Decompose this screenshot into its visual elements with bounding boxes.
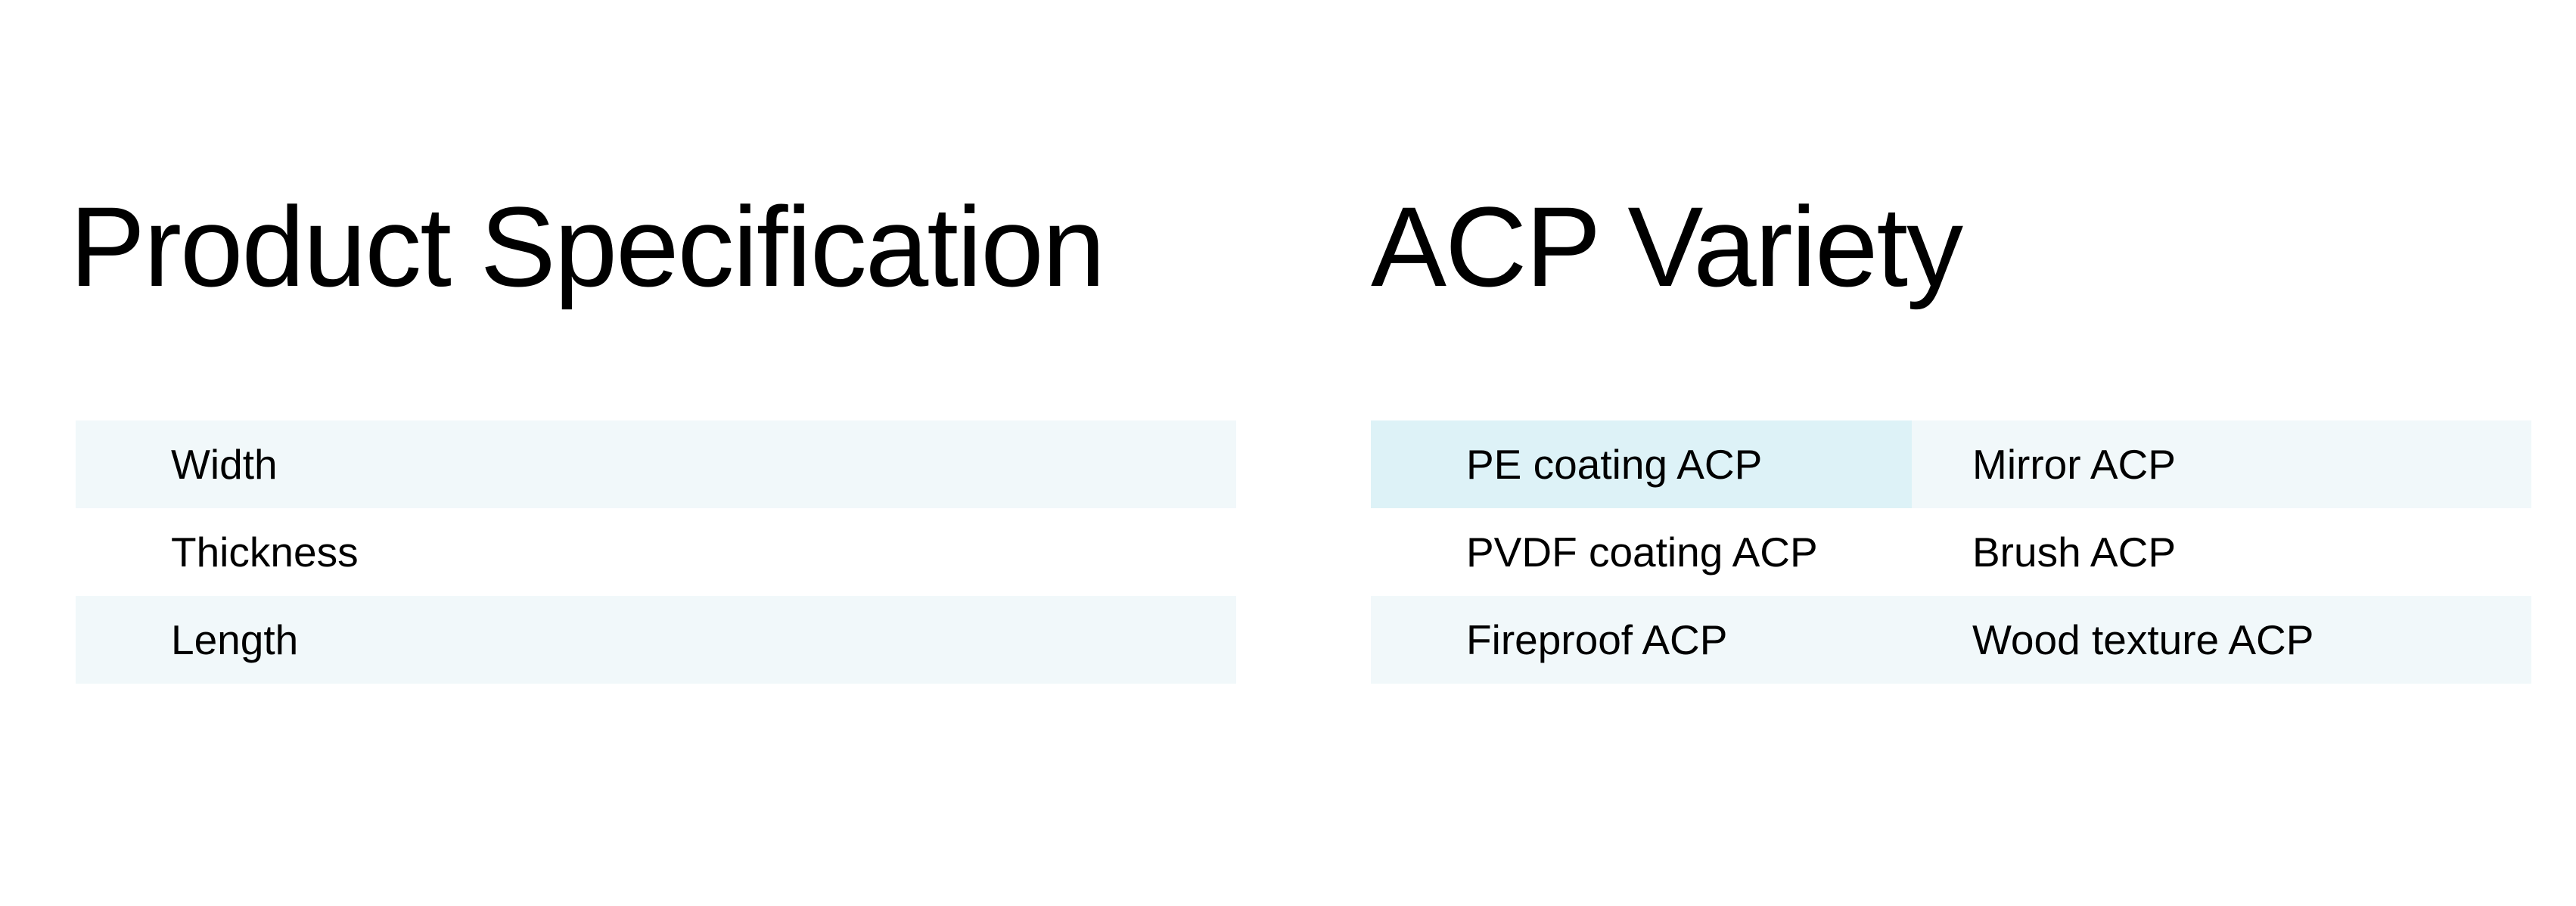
variety-item-wood-texture[interactable]: Wood texture ACP [1972,616,2314,663]
variety-item-mirror[interactable]: Mirror ACP [1972,441,2176,488]
table-row: Thickness [76,508,1236,596]
spec-item-length: Length [171,616,299,663]
product-specification-table: Width Thickness Length [76,420,1236,684]
table-row: Width [76,420,1236,508]
variety-item-brush[interactable]: Brush ACP [1972,529,2177,576]
product-specification-title: Product Specification [70,183,1105,310]
variety-item-pe-coating[interactable]: PE coating ACP [1371,420,1912,508]
spec-item-thickness: Thickness [171,529,359,576]
acp-variety-title: ACP Variety [1371,183,1963,310]
variety-item-fireproof[interactable]: Fireproof ACP [1466,616,1728,663]
table-row: Length [76,596,1236,684]
spec-item-width: Width [171,441,278,488]
table-row: Fireproof ACP Wood texture ACP [1371,596,2531,684]
table-row: PVDF coating ACP Brush ACP [1371,508,2531,596]
acp-variety-table: PE coating ACP Mirror ACP PVDF coating A… [1371,420,2531,684]
variety-item-pvdf-coating[interactable]: PVDF coating ACP [1466,529,1818,576]
table-row: PE coating ACP Mirror ACP [1371,420,2531,508]
